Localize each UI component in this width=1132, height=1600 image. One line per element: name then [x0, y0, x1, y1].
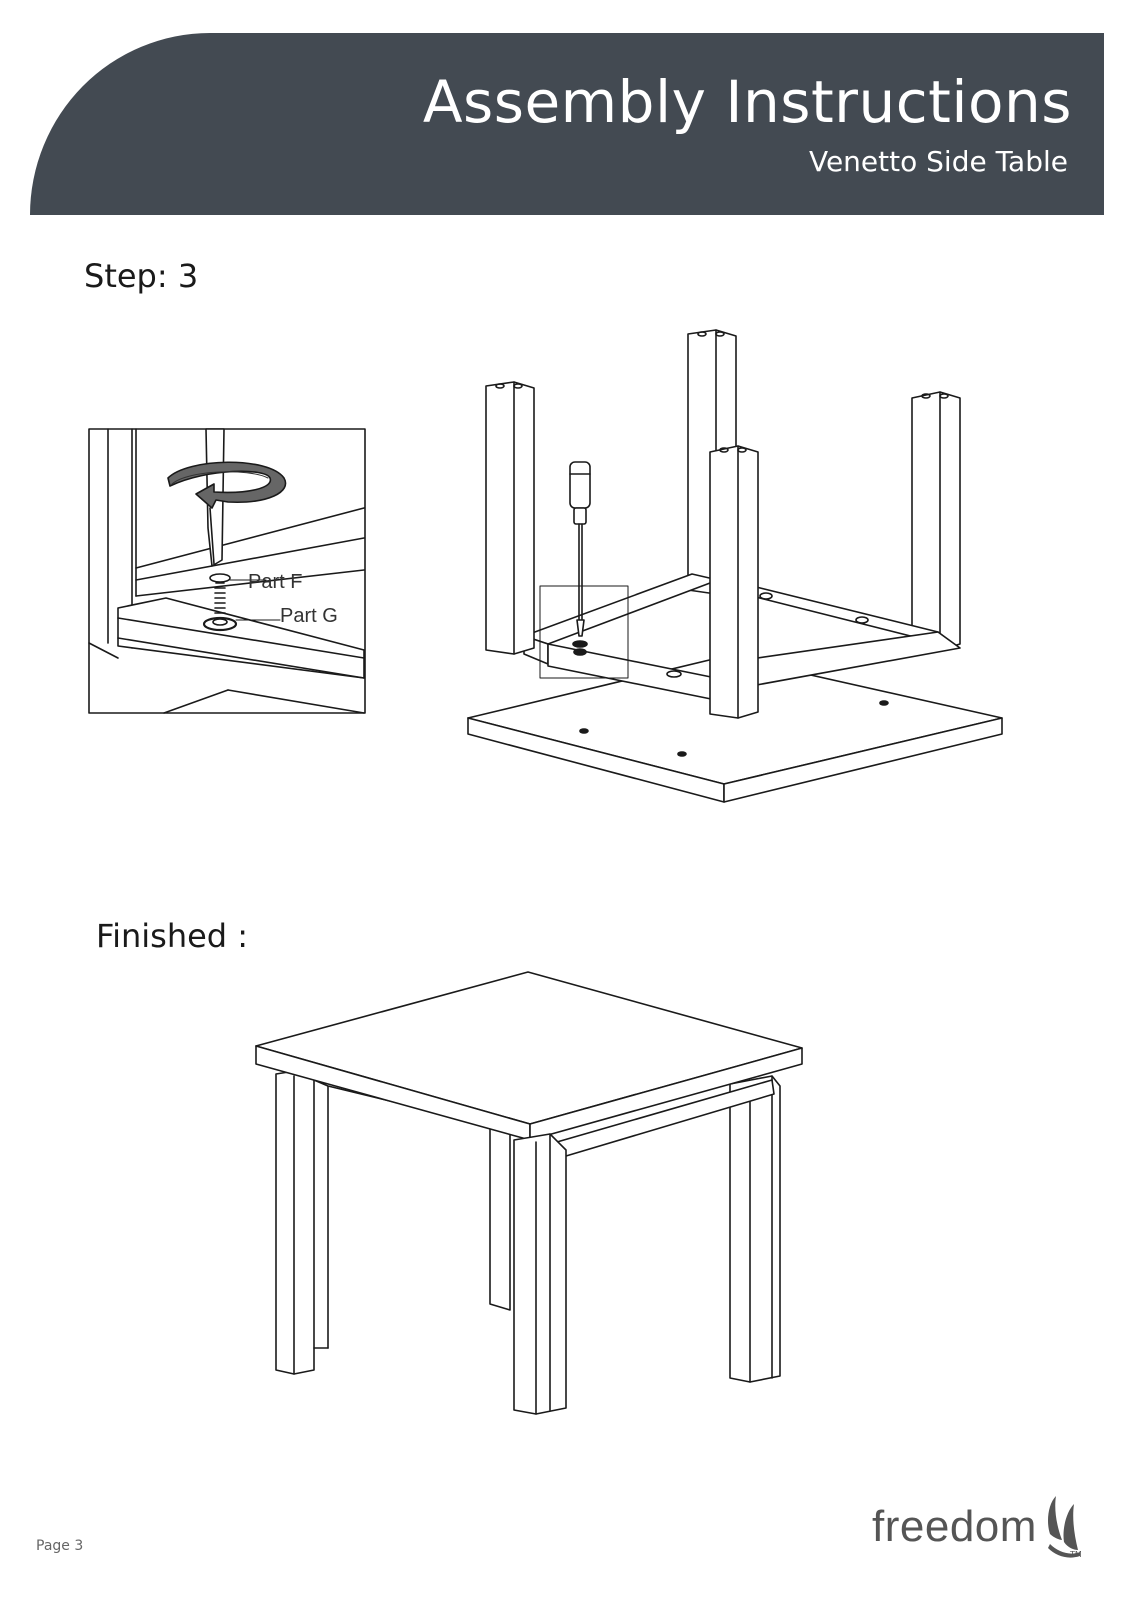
detail-frame	[88, 428, 366, 714]
table-leg-front-left	[485, 381, 535, 655]
finished-label: Finished :	[96, 917, 249, 955]
table-leg-front-right	[709, 445, 759, 719]
step-label: Step: 3	[84, 257, 199, 295]
label-part-f: Part F	[248, 571, 302, 593]
table-leg-right	[729, 1075, 781, 1383]
table-apron-frame	[523, 573, 961, 701]
table-leg-left	[275, 1067, 329, 1375]
finished-tabletop	[255, 971, 803, 1141]
rotate-arrow-icon	[167, 461, 287, 509]
detail-inset-diagram: Part F Part G	[88, 428, 366, 714]
detail-callout-box	[539, 585, 629, 679]
trademark: TM	[1070, 1550, 1082, 1559]
header-banner: Assembly Instructions Venetto Side Table	[30, 33, 1104, 215]
screw-part-f	[209, 573, 231, 614]
product-name: Venetto Side Table	[808, 145, 1068, 178]
tabletop	[467, 655, 1003, 803]
page-title: Assembly Instructions	[422, 68, 1072, 136]
step-3-diagram	[467, 329, 1003, 803]
logo-text: freedom	[872, 1502, 1037, 1551]
screwdriver-icon	[569, 461, 591, 637]
table-leg-front	[513, 1133, 567, 1415]
label-part-g: Part G	[280, 605, 338, 627]
table-leg-back-right	[911, 391, 961, 651]
table-leg-back	[489, 1121, 511, 1311]
washer-part-g	[202, 616, 238, 632]
freedom-logo-mark	[1048, 1496, 1080, 1558]
freedom-logo: freedom TM	[872, 1494, 1082, 1564]
finished-table-diagram	[255, 971, 803, 1415]
page-number: Page 3	[36, 1538, 84, 1554]
